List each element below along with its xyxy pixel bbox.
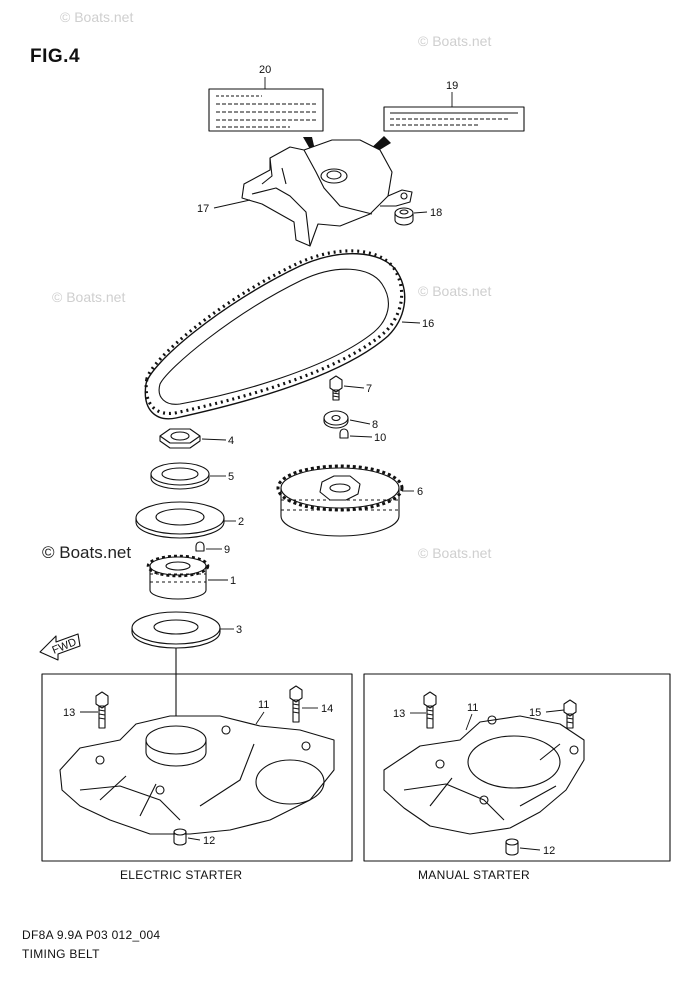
bracket-11-manual <box>383 715 585 835</box>
bolt-15 <box>563 699 577 729</box>
figure-title: FIG.4 <box>30 46 81 67</box>
part-label: 12 <box>543 845 555 857</box>
bolt-7 <box>329 375 343 401</box>
leader-lines <box>80 77 565 851</box>
key-10 <box>339 428 349 439</box>
part-label: 9 <box>224 544 230 556</box>
part-label: 15 <box>529 707 541 719</box>
part-label: 19 <box>446 80 458 92</box>
bolt-13-electric <box>95 691 109 729</box>
part-label: 20 <box>259 64 271 76</box>
camshaft-pulley <box>276 464 404 537</box>
part-label: 14 <box>321 703 333 715</box>
bracket-11-electric <box>59 715 335 835</box>
diagram-title: TIMING BELT <box>22 947 100 961</box>
part-label: 18 <box>430 207 442 219</box>
bushing-12-electric <box>173 828 187 846</box>
label-plate-19 <box>383 106 525 132</box>
washer-8 <box>323 410 349 429</box>
part-label: 10 <box>374 432 386 444</box>
nut-4 <box>159 428 201 449</box>
bushing-12-manual <box>505 838 519 856</box>
caption-manual-starter: MANUAL STARTER <box>418 868 530 882</box>
fwd-arrow-icon <box>39 633 81 661</box>
label-plate-20 <box>208 88 324 132</box>
diagram-code: DF8A 9.9A P03 012_004 <box>22 928 161 942</box>
belt-guide-2 <box>135 501 225 539</box>
key-9 <box>195 541 205 552</box>
watermark: © Boats.net <box>60 9 133 25</box>
part-label: 13 <box>393 708 405 720</box>
part-label: 3 <box>236 624 242 636</box>
part-label: 12 <box>203 835 215 847</box>
part-label: 11 <box>467 702 478 714</box>
part-label: 2 <box>238 516 244 528</box>
watermark: © Boats.net <box>418 283 491 299</box>
part-label: 6 <box>417 486 423 498</box>
crankshaft-pulley <box>146 554 210 600</box>
part-label: 16 <box>422 318 434 330</box>
timing-belt <box>144 249 406 420</box>
washer-5 <box>150 462 210 490</box>
part-label: 8 <box>372 419 378 431</box>
manual-starter-box <box>363 673 671 862</box>
watermark: © Boats.net <box>52 289 125 305</box>
part-label: 13 <box>63 707 75 719</box>
timing-belt-cover <box>241 139 413 247</box>
watermark: © Boats.net <box>42 543 132 562</box>
bolt-14 <box>289 685 303 723</box>
part-label: 1 <box>230 575 236 587</box>
part-labels: 20 19 17 18 16 7 8 10 4 5 6 2 9 1 3 13 1… <box>63 64 555 857</box>
part-label: 11 <box>258 699 269 711</box>
watermark: © Boats.net <box>418 33 491 49</box>
bolt-13-manual <box>423 691 437 729</box>
part-label: 17 <box>197 203 209 215</box>
part-label: 5 <box>228 471 234 483</box>
part-label: 7 <box>366 383 372 395</box>
watermark: © Boats.net <box>418 545 491 561</box>
grommet <box>394 207 414 226</box>
belt-guide-3 <box>131 611 221 649</box>
electric-starter-box <box>41 673 353 862</box>
part-label: 4 <box>228 435 234 447</box>
caption-electric-starter: ELECTRIC STARTER <box>120 868 243 882</box>
